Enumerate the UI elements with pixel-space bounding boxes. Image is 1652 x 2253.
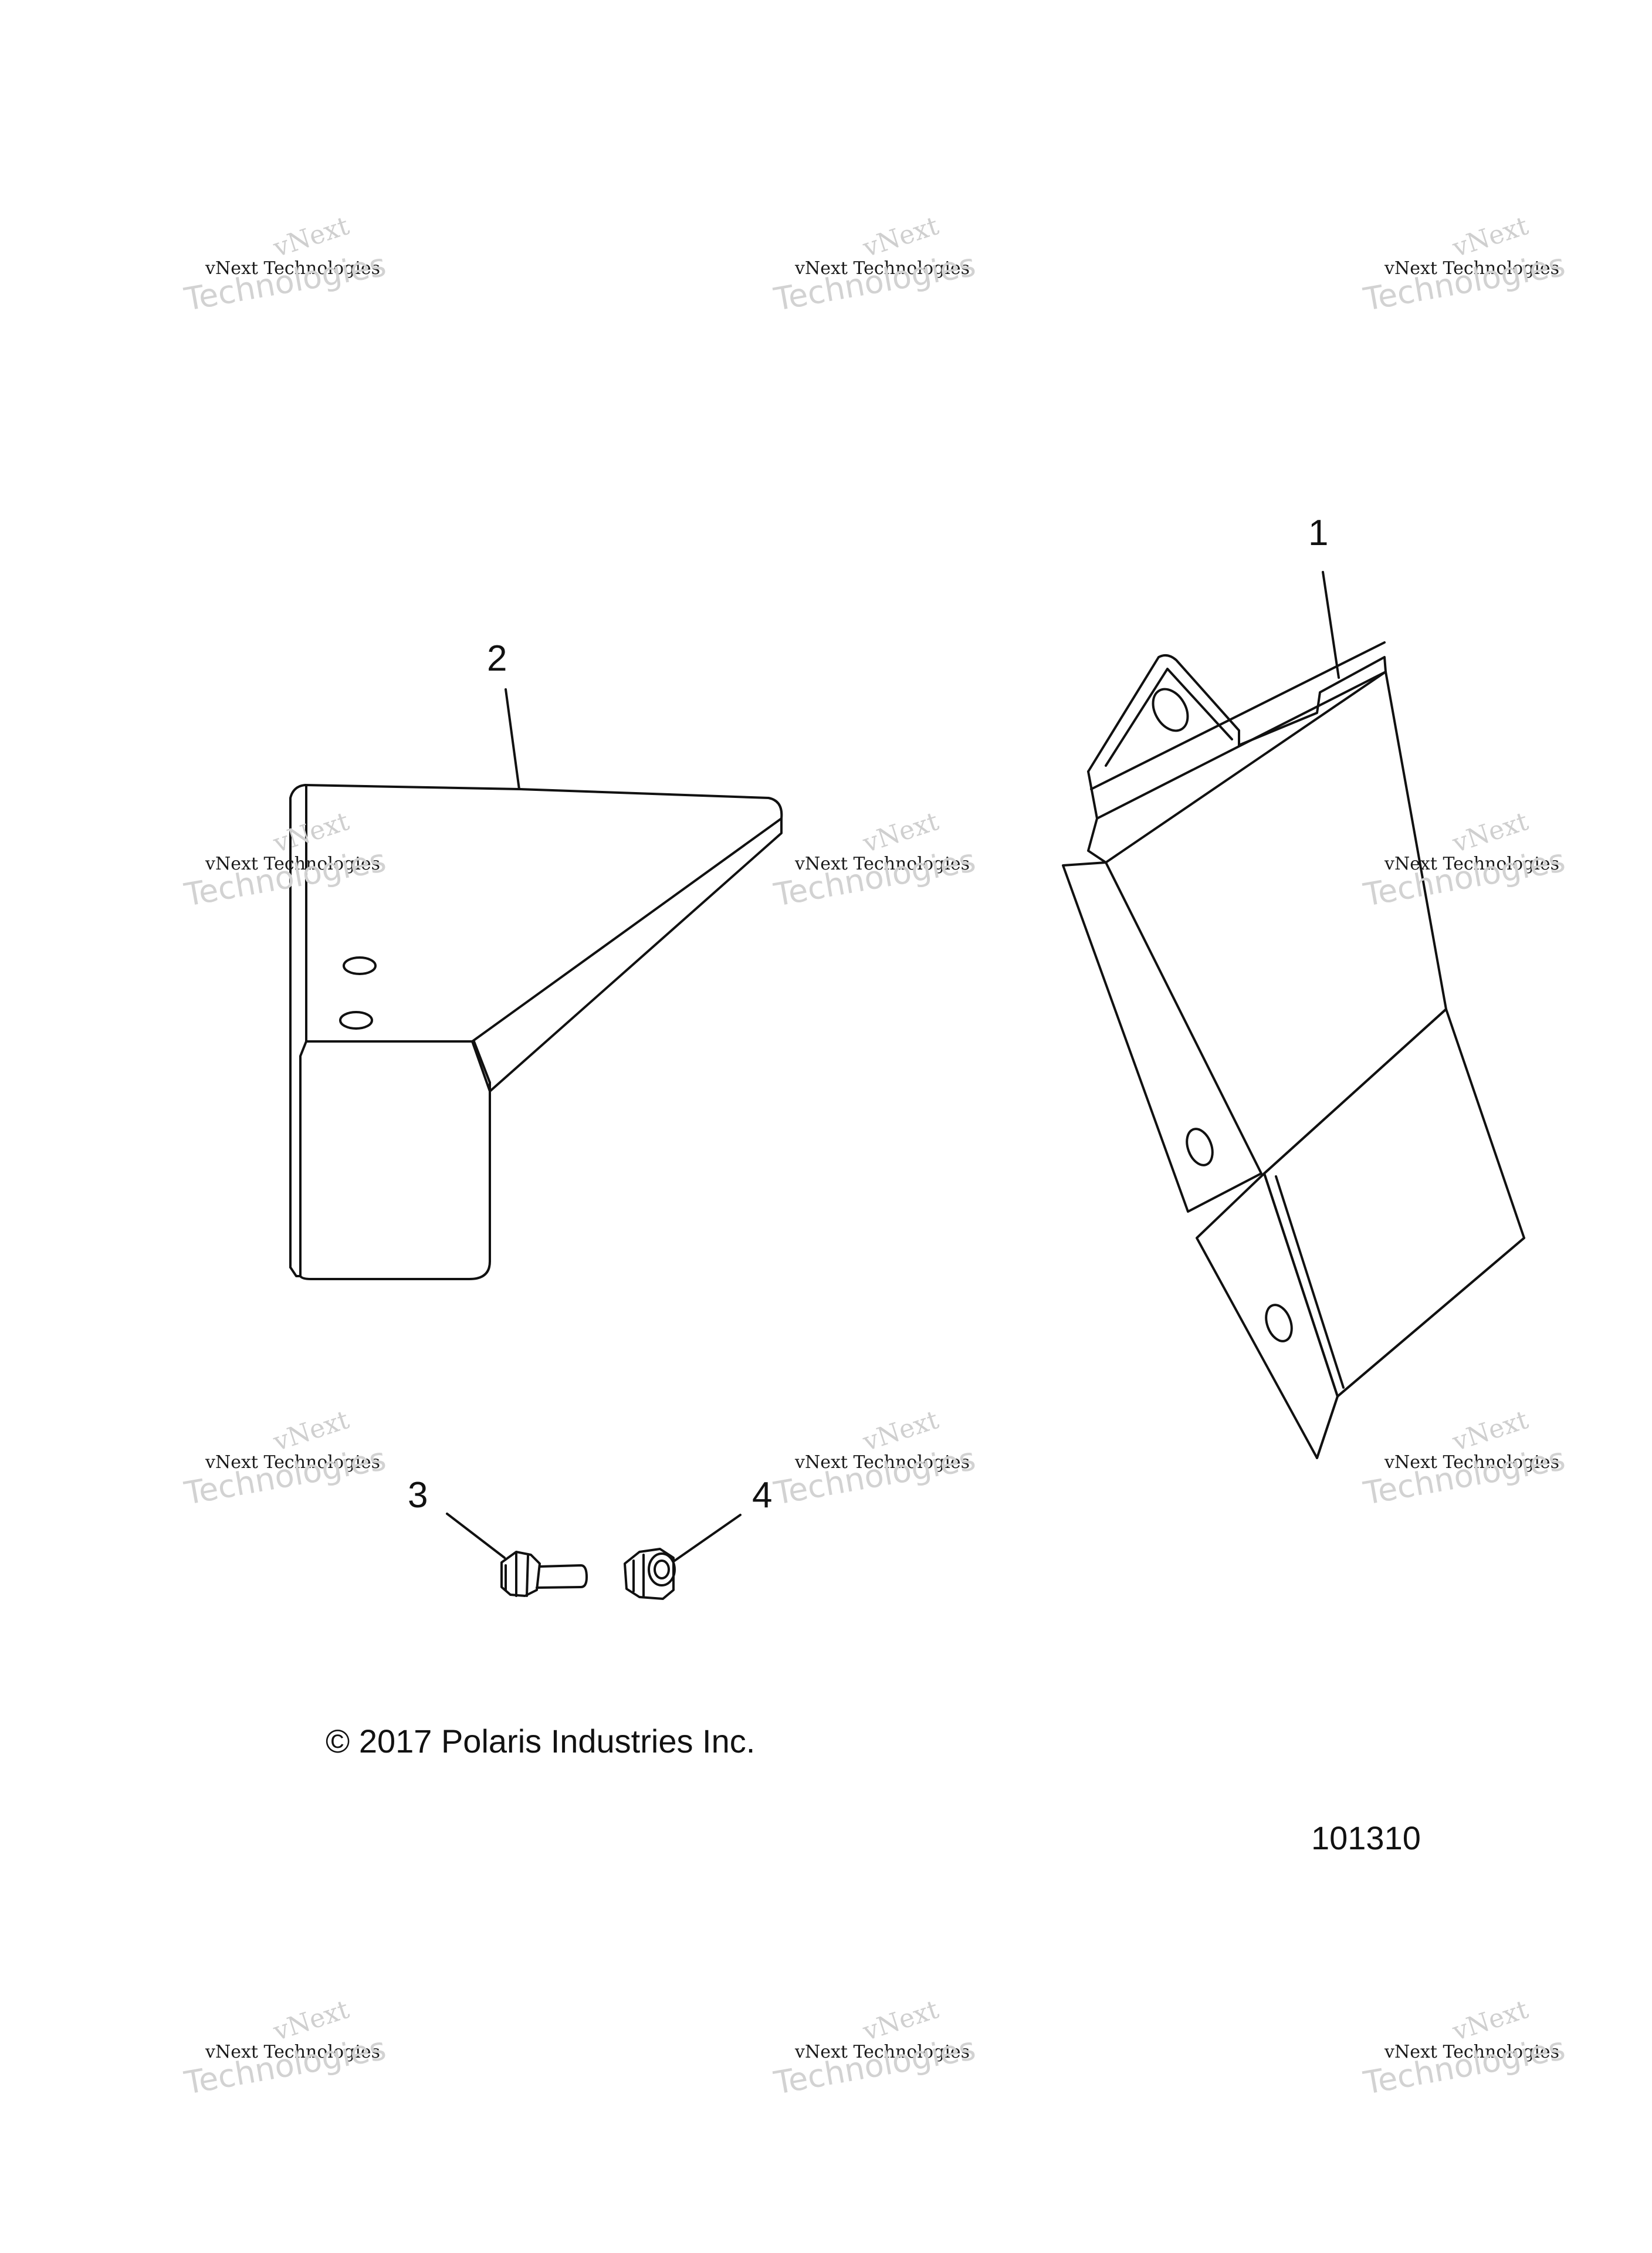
callout-1: 1 (1308, 513, 1329, 553)
part-2-bracket (289, 688, 783, 1280)
callout-2: 2 (487, 638, 507, 679)
part-3-bolt (446, 1513, 588, 1597)
copyright-notice: © 2017 Polaris Industries Inc. (326, 1723, 756, 1760)
diagram-number: 101310 (1311, 1819, 1421, 1856)
callout-4: 4 (752, 1475, 773, 1515)
part-4-nut (624, 1514, 742, 1600)
callout-3: 3 (408, 1475, 428, 1515)
part-1-shield (1062, 571, 1525, 1459)
